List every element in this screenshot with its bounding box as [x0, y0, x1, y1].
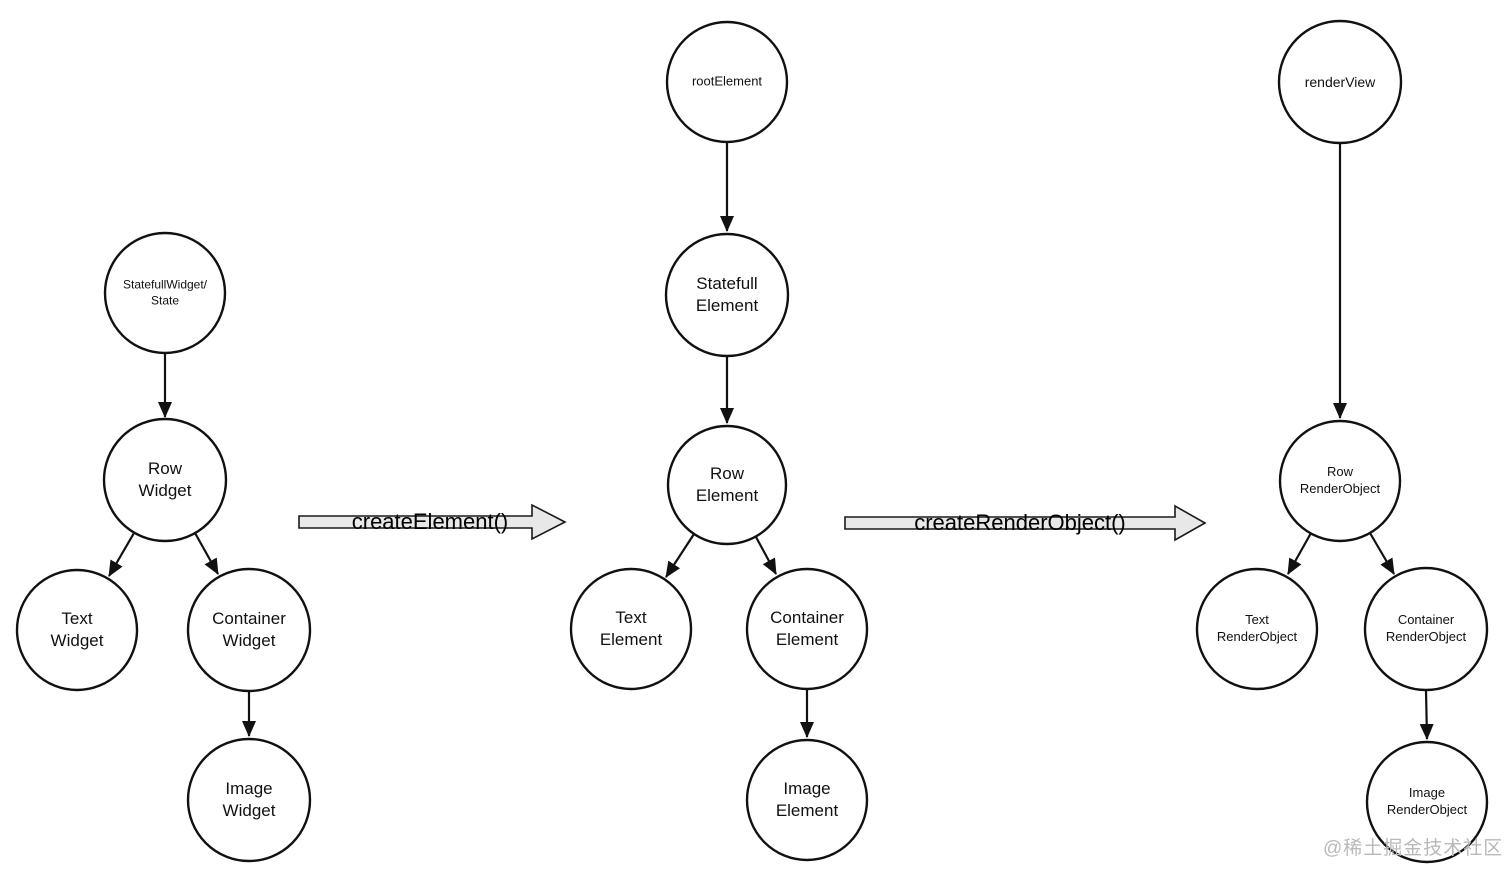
edge-rowwidget-to-textwidget — [108, 532, 135, 577]
edge-rowelement-to-textelement — [665, 533, 695, 578]
edge-rowwidget-to-containerwidget — [194, 532, 219, 575]
juejin-watermark: @稀土掘金技术社区 — [1323, 838, 1504, 859]
edge-rowelement-to-containerelement — [755, 536, 777, 575]
label-statefull-element: Statefull Element — [695, 273, 759, 315]
label-container-element: Container Element — [770, 607, 844, 649]
node-circle-image-renderobject — [1365, 740, 1489, 864]
label-row-widget: Row Widget — [138, 458, 192, 500]
create-element-block-arrow — [298, 503, 567, 541]
node-circle-text-widget — [15, 568, 139, 692]
label-text-element: Text Element — [599, 607, 663, 649]
label-text-widget: Text Widget — [50, 608, 104, 650]
node-circle-container-element — [745, 567, 869, 691]
label-root-element: rootElement — [691, 73, 763, 89]
label-row-renderobject: Row RenderObject — [1299, 464, 1381, 496]
edge-containerrenderobject-to-imagerenderobject — [1419, 689, 1434, 740]
label-statefullwidget-state: StatefullWidget/ State — [122, 277, 208, 307]
create-render-object-block-arrow — [844, 504, 1207, 542]
label-renderview: renderView — [1304, 73, 1376, 90]
label-container-renderobject: Container RenderObject — [1385, 612, 1467, 644]
node-circle-statefullwidget-state — [103, 231, 227, 355]
node-circle-statefull-element — [664, 232, 790, 358]
edge-rowrenderobject-to-containerrenderobject — [1369, 532, 1395, 575]
node-circle-image-element — [745, 738, 869, 862]
create-render-object-arrow-label: createRenderObject() — [914, 510, 1126, 535]
edge-rowrenderobject-to-textrenderobject — [1287, 532, 1312, 575]
create-element-arrow-label: createElement() — [351, 509, 509, 534]
node-circle-row-renderobject — [1278, 419, 1402, 543]
node-circle-text-element — [569, 567, 693, 691]
node-circle-root-element — [665, 20, 789, 144]
node-circle-renderview — [1277, 19, 1403, 145]
label-text-renderobject: Text RenderObject — [1216, 612, 1298, 644]
label-container-widget: Container Widget — [212, 608, 286, 650]
label-row-element: Row Element — [695, 463, 759, 505]
node-circle-text-renderobject — [1195, 567, 1319, 691]
node-circle-row-widget — [102, 417, 228, 543]
node-circle-container-widget — [186, 567, 312, 693]
node-circle-container-renderobject — [1363, 566, 1489, 692]
node-circle-row-element — [666, 424, 788, 546]
label-image-element: Image Element — [775, 778, 839, 820]
label-image-widget: Image Widget — [222, 778, 276, 820]
node-circle-image-widget — [186, 737, 312, 863]
label-image-renderobject: Image RenderObject — [1386, 785, 1468, 817]
